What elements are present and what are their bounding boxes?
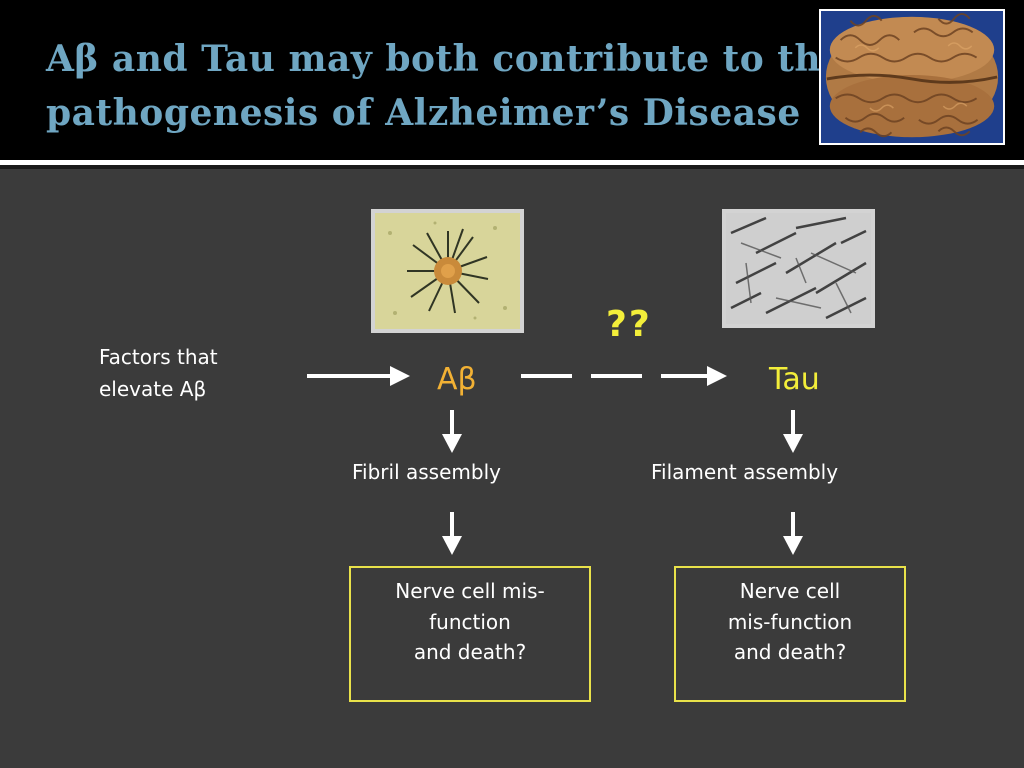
title-line-1: Aβ and Tau may both contribute to the <box>46 38 845 80</box>
tau-down-arrow <box>783 410 803 453</box>
abeta-outcome-line-2: function <box>429 609 511 634</box>
header-divider-shadow <box>0 165 1024 169</box>
tau-label: Tau <box>769 362 820 397</box>
abeta-outcome-line-1: Nerve cell mis- <box>395 579 545 603</box>
abeta-outcome-box: Nerve cell mis- function and death? <box>349 566 591 702</box>
abeta-outcome-line-3: and death? <box>413 640 527 664</box>
amyloid-plaque-micrograph <box>371 209 524 333</box>
slide-title: Aβ and Tau may both contribute to the pa… <box>46 32 845 140</box>
filament-assembly-label: Filament assembly <box>651 460 839 484</box>
tau-outcome-box: Nerve cell mis-function and death? <box>674 566 906 702</box>
title-line-2: pathogenesis of Alzheimer’s Disease <box>46 92 801 134</box>
abeta-to-tau-dashed-arrow <box>521 366 727 386</box>
factors-line-2: elevate Aβ <box>99 377 207 401</box>
tau-filament-micrograph <box>722 209 875 328</box>
tau-outcome-line-2: mis-function <box>727 609 853 634</box>
plaque-illustration <box>375 213 520 329</box>
uncertain-link-label: ?? <box>606 304 652 345</box>
fibril-assembly-label: Fibril assembly <box>352 460 501 484</box>
factors-line-1: Factors that <box>99 345 218 369</box>
header-divider <box>0 160 1024 165</box>
title-bar: Aβ and Tau may both contribute to the pa… <box>0 0 1024 160</box>
tau-outcome-line-1: Nerve cell <box>739 579 841 603</box>
factors-to-abeta-arrow <box>307 366 410 386</box>
brain-photo <box>819 9 1005 145</box>
factors-label: Factors that elevate Aβ <box>99 341 218 405</box>
tau-outcome-line-3: and death? <box>733 640 847 664</box>
filament-illustration <box>726 213 871 324</box>
fibril-down-arrow <box>442 512 462 555</box>
abeta-label: Aβ <box>437 362 477 397</box>
abeta-down-arrow <box>442 410 462 453</box>
filament-down-arrow <box>783 512 803 555</box>
brain-illustration <box>821 11 1003 143</box>
